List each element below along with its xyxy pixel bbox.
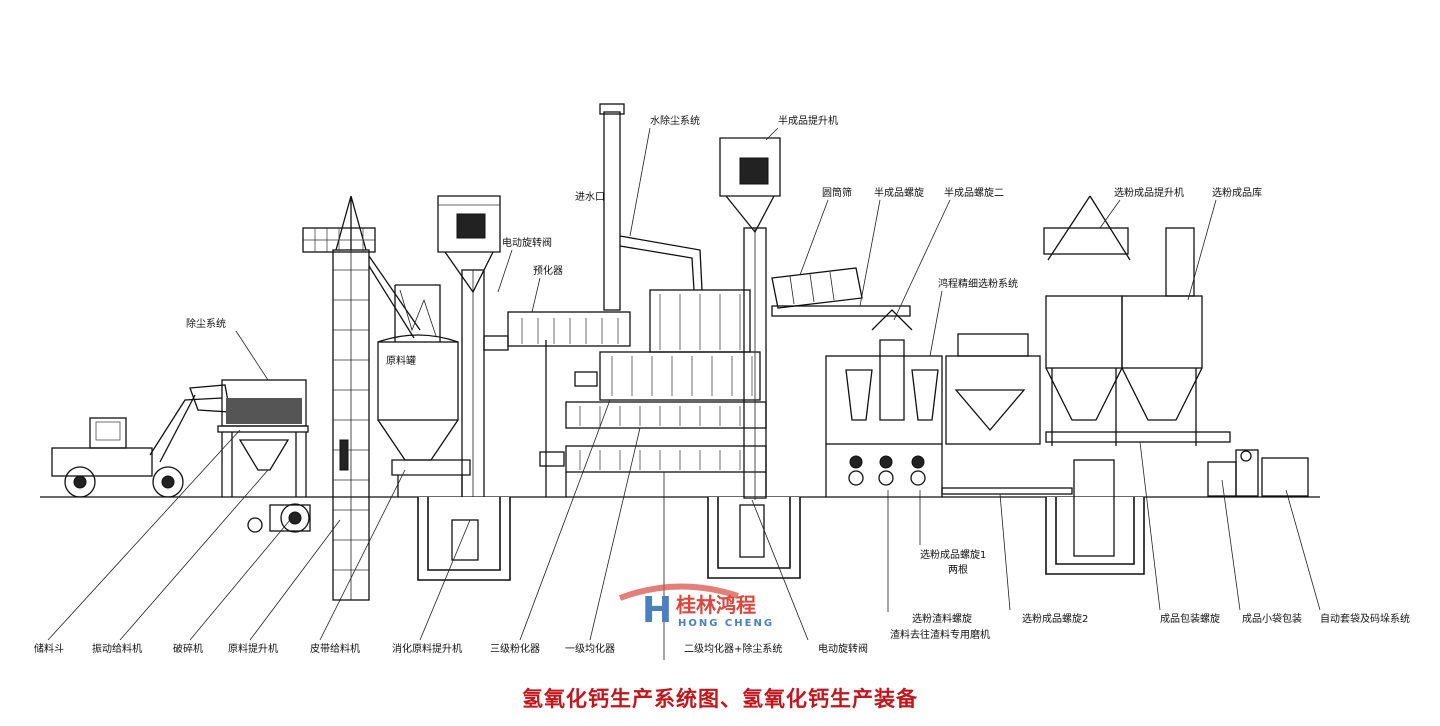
page-title: 氢氧化钙生产系统图、氢氧化钙生产装备: [522, 687, 918, 711]
packing-machines: [1207, 449, 1309, 497]
label-semi-screw: 半成品螺旋: [874, 186, 924, 199]
water-dust-chimney: [599, 103, 703, 311]
label-semi-elevator: 半成品提升机: [778, 114, 838, 127]
label-digest-raw-elevator: 消化原料提升机: [392, 642, 462, 655]
label-pre-digester: 预化器: [533, 264, 563, 277]
label-vibrating-feeder: 振动给料机: [92, 642, 142, 655]
storage-hopper: [217, 379, 309, 497]
third-digester: [574, 351, 761, 401]
logo-mark: H: [642, 590, 672, 630]
label-dust-removal: 除尘系统: [186, 317, 226, 330]
label-classified-elevator: 选粉成品提升机: [1114, 186, 1184, 199]
label-semi-screw-2: 半成品螺旋二: [944, 186, 1004, 199]
logo-cn: 桂林鸿程: [675, 593, 756, 617]
slag-mill-box: [945, 333, 1041, 445]
label-second-homogenizer: 二级均化器+除尘系统: [684, 642, 782, 655]
label-first-homogenizer: 一级均化器: [565, 642, 615, 655]
label-third-digester: 三级粉化器: [490, 642, 540, 655]
label-crusher: 破碎机: [173, 642, 203, 655]
label-packing-screw: 成品包装螺旋: [1160, 612, 1220, 625]
semi-elevator: [719, 137, 781, 500]
first-homogenizer: [565, 401, 767, 429]
label-water-inlet: 进水口: [575, 191, 605, 203]
label-product-screw-1: 选粉成品螺旋1: [920, 548, 986, 561]
label-slag-screw: 选粉渣料螺旋: [912, 612, 972, 625]
pit-middle: [707, 497, 801, 579]
top-labels: 除尘系统 水除尘系统 进水口 半成品提升机 电动旋转阀 预化器 圆筒筛 半成品螺…: [186, 114, 1262, 381]
label-classified-silo: 选粉成品库: [1212, 186, 1262, 199]
label-raw-tank: 原料罐: [386, 354, 416, 367]
drum-screen: [771, 267, 863, 309]
label-electric-valve: 电动旋转阀: [502, 236, 552, 249]
raw-elevator: [302, 195, 421, 601]
homogenizer-top-chamber: [649, 289, 751, 353]
label-electric-valve-2: 电动旋转阀: [818, 642, 868, 655]
digest-raw-elevator: [437, 195, 501, 560]
semi-screw: [771, 305, 911, 317]
pit-left: [417, 497, 511, 581]
classifier-system: [825, 309, 943, 497]
classified-elevator: [1043, 195, 1195, 297]
loader-vehicle: [51, 384, 231, 498]
label-auto-bagging: 自动套袋及码垛系统: [1320, 612, 1410, 625]
label-drum-screen: 圆筒筛: [822, 186, 852, 199]
hongcheng-logo: H 桂林鸿程 HONG CHENG: [618, 580, 808, 631]
finished-silos: [1045, 295, 1231, 446]
label-raw-elevator: 原料提升机: [228, 642, 278, 655]
label-water-dust: 水除尘系统: [650, 114, 700, 127]
pre-digester: [483, 311, 631, 351]
product-screw-2: [941, 487, 1073, 495]
logo-en: HONG CHENG: [678, 618, 774, 629]
crusher: [247, 503, 311, 533]
label-belt-feeder: 皮带给料机: [310, 642, 360, 655]
bottom-labels: 储料斗 振动给料机 破碎机 原料提升机 皮带给料机 消化原料提升机 三级粉化器 …: [34, 399, 1410, 660]
label-product-screw-2: 选粉成品螺旋2: [1022, 612, 1088, 625]
label-storage-hopper: 储料斗: [34, 642, 64, 655]
label-slag-to-mill: 渣料去往渣料专用磨机: [890, 628, 990, 641]
label-small-bag: 成品小袋包装: [1242, 612, 1302, 625]
label-two-units: 两根: [948, 563, 968, 576]
label-hc-classifier: 鸿程精细选粉系统: [938, 277, 1018, 290]
raw-material-tank: [377, 284, 471, 497]
pit-right: [1045, 459, 1145, 575]
